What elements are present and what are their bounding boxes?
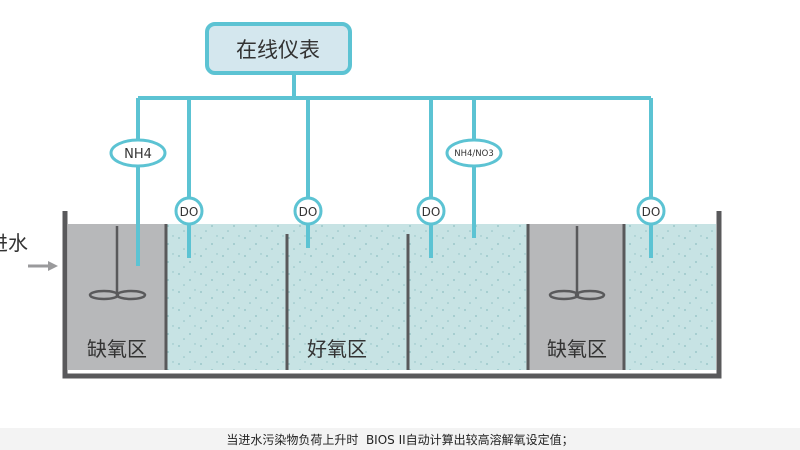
nh4-no3-sensor-label: NH4/NO3 — [454, 149, 493, 159]
nh4-no3-sensor-ellipse — [445, 138, 503, 168]
do-sensor-label: DO — [180, 205, 199, 219]
nh4-sensor-ellipse — [109, 138, 167, 168]
do-sensor-label: DO — [299, 205, 318, 219]
zone-label-anoxic-2: 缺氧区 — [547, 337, 607, 361]
zone-label-anoxic-1: 缺氧区 — [87, 337, 147, 361]
inlet-label: 进水 — [0, 231, 28, 255]
inlet-arrow-icon — [28, 261, 58, 271]
do-sensor: DO — [636, 196, 666, 226]
caption-text: 当进水污染物负荷上升时 BIOS II自动计算出较高溶解氧设定值； — [226, 432, 573, 447]
do-sensor-label: DO — [422, 205, 441, 219]
do-sensor: DO — [416, 196, 446, 226]
mixer-icon — [88, 226, 147, 301]
nh4-sensor-label: NH4 — [124, 147, 152, 162]
pipe-network — [136, 73, 653, 266]
instrument-box-label: 在线仪表 — [236, 38, 320, 62]
water-dots — [166, 224, 716, 370]
do-sensor: DO — [174, 196, 204, 226]
tank-wall — [62, 211, 722, 379]
zone-label-aerobic: 好氧区 — [307, 337, 367, 361]
caption-bar — [0, 428, 800, 450]
instrument-box — [205, 22, 352, 75]
mixer-icon — [548, 226, 606, 301]
do-sensor: DO — [293, 196, 323, 226]
do-sensor-label: DO — [642, 205, 661, 219]
